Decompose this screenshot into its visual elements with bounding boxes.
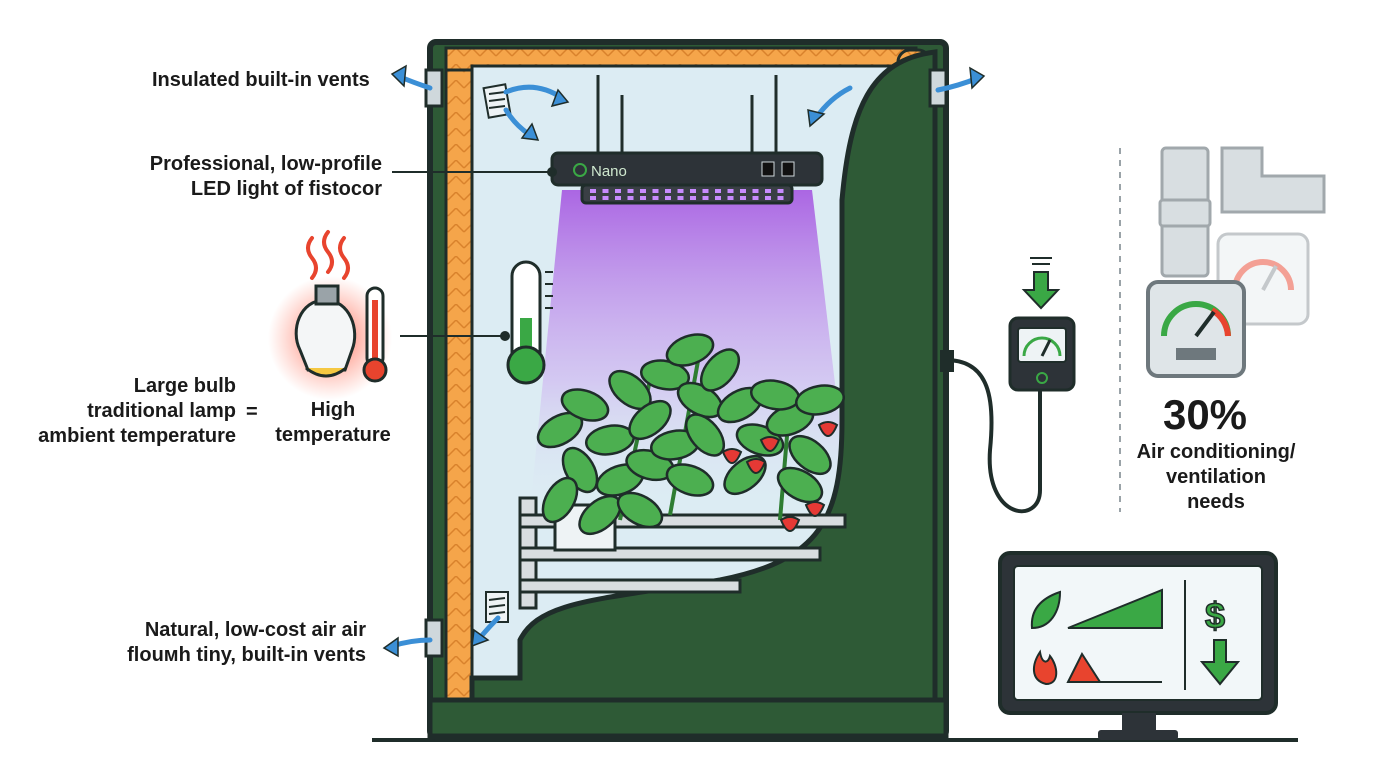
led-hangers bbox=[596, 75, 778, 155]
strawberry bbox=[804, 501, 826, 517]
label-ac-line3: needs bbox=[1187, 491, 1245, 513]
led-diode bbox=[702, 196, 709, 200]
label-airflow-line1: Natural, low-cost air air bbox=[144, 619, 366, 641]
led-diode bbox=[777, 196, 784, 200]
leaf bbox=[788, 434, 832, 476]
led-diode bbox=[727, 189, 734, 193]
label-traditional-lamp: Large bulb traditional lamp ambient temp… bbox=[30, 374, 236, 449]
dollar-icon: $ bbox=[1205, 595, 1225, 636]
leaf bbox=[665, 333, 715, 367]
efficiency-bar bbox=[1067, 588, 1163, 629]
led-diode bbox=[715, 189, 721, 193]
strawberry bbox=[721, 448, 743, 464]
label-insulated-vents: Insulated built-in vents bbox=[152, 69, 370, 91]
led-diode bbox=[677, 189, 684, 193]
arrow-stripes bbox=[1030, 257, 1052, 265]
down-arrow-icon bbox=[1021, 271, 1061, 310]
label-ac-line1: Air conditioning/ bbox=[1136, 441, 1296, 463]
leaf bbox=[541, 476, 579, 524]
led-diode bbox=[765, 189, 771, 193]
led-diode bbox=[640, 196, 646, 200]
led-diode bbox=[752, 196, 759, 200]
power-cord bbox=[945, 358, 1042, 514]
led-diode bbox=[627, 196, 634, 200]
strawberry bbox=[759, 436, 781, 452]
led-brand-logo: Nano bbox=[591, 163, 627, 180]
led-diode bbox=[590, 196, 596, 200]
gauge-icon bbox=[1146, 280, 1246, 378]
leaf bbox=[616, 491, 664, 529]
led-diode bbox=[740, 189, 746, 193]
led-diode bbox=[690, 196, 696, 200]
flame-icon bbox=[1033, 649, 1058, 686]
led-diode bbox=[665, 196, 671, 200]
led-diode bbox=[590, 189, 596, 193]
plug bbox=[940, 350, 954, 372]
label-high-temperature: High temperature bbox=[268, 398, 398, 448]
duct-icon bbox=[1158, 146, 1326, 278]
monitor-icon: $ bbox=[998, 551, 1278, 740]
led-panel-icon bbox=[550, 151, 824, 205]
leaf bbox=[794, 384, 846, 416]
led-diode bbox=[752, 189, 759, 193]
led-diode bbox=[640, 189, 646, 193]
led-diode bbox=[615, 196, 621, 200]
led-diode bbox=[615, 189, 621, 193]
thermometer-icon bbox=[506, 260, 553, 385]
power-meter-icon bbox=[1008, 316, 1076, 392]
led-diode bbox=[665, 189, 671, 193]
leaf bbox=[699, 348, 741, 392]
leaf bbox=[560, 388, 610, 422]
heat-waves-icon bbox=[306, 230, 350, 280]
label-led-line1: Professional, low-profile bbox=[149, 153, 382, 175]
led-diode bbox=[677, 196, 684, 200]
label-percent: 30% bbox=[1162, 391, 1248, 438]
led-diode bbox=[602, 196, 609, 200]
label-airflow-line2: flouмh tiny, built-in vents bbox=[127, 644, 366, 666]
leaf bbox=[684, 413, 726, 457]
led-diode bbox=[652, 189, 659, 193]
pointer-lines bbox=[392, 167, 557, 341]
led-diode bbox=[740, 196, 746, 200]
led-diode bbox=[652, 196, 659, 200]
label-equals: = bbox=[246, 401, 258, 423]
label-ac-line2: ventilation bbox=[1165, 466, 1266, 488]
label-lamp-line1: Large bulb bbox=[133, 375, 236, 397]
tent-base bbox=[427, 697, 949, 739]
label-led-light: Professional, low-profile LED light of f… bbox=[128, 152, 382, 202]
bulb-icon bbox=[268, 276, 392, 400]
leaf bbox=[665, 463, 715, 497]
arrow-head-icon bbox=[382, 64, 986, 658]
label-lamp-line3: ambient temperature bbox=[38, 425, 236, 447]
label-led-line2: LED light of fistocor bbox=[190, 178, 382, 200]
label-natural-airflow: Natural, low-cost air air flouмh tiny, b… bbox=[108, 618, 366, 668]
led-diode bbox=[765, 196, 771, 200]
led-diode bbox=[627, 189, 634, 193]
led-diode bbox=[702, 189, 709, 193]
label-ac-needs: Air conditioning/ ventilation needs bbox=[1118, 440, 1314, 515]
led-diode bbox=[602, 189, 609, 193]
led-diode bbox=[690, 189, 696, 193]
leaf bbox=[639, 359, 691, 391]
cost-down-arrow-icon bbox=[1199, 639, 1241, 686]
label-high-line2: temperature bbox=[275, 424, 391, 446]
led-diode bbox=[715, 196, 721, 200]
strawberry bbox=[745, 458, 767, 474]
led-diodes bbox=[590, 189, 784, 200]
hot-thermometer-icon bbox=[362, 286, 388, 383]
label-lamp-line2: traditional lamp bbox=[87, 400, 236, 422]
strawberry bbox=[779, 516, 801, 532]
strawberry bbox=[817, 421, 839, 437]
label-high-line1: High bbox=[310, 399, 356, 421]
led-diode bbox=[777, 189, 784, 193]
led-diode bbox=[727, 196, 734, 200]
leaf bbox=[776, 466, 824, 504]
strawberry-icon bbox=[721, 421, 839, 532]
vent-grille-icon bbox=[485, 591, 509, 623]
leaf-icon bbox=[1030, 590, 1062, 630]
leaf bbox=[628, 399, 672, 441]
